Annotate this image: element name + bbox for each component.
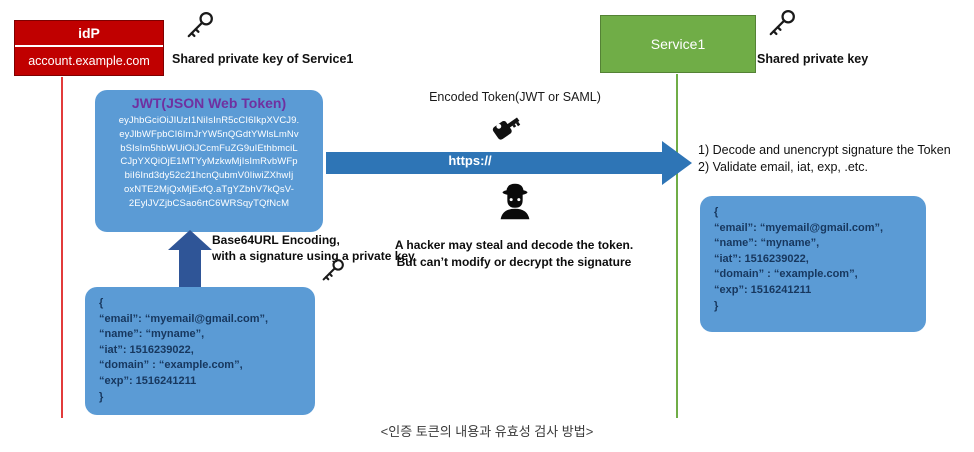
decode-step-2: 2) Validate email, iat, exp, .etc. <box>698 160 868 174</box>
service-lifeline <box>676 74 678 418</box>
hacker-note-line1: A hacker may steal and decode the token. <box>394 238 634 252</box>
hacker-icon <box>492 178 538 231</box>
idp-lifeline <box>61 77 63 418</box>
key-icon <box>182 8 218 49</box>
payload-line: “email”: “myemail@gmail.com”, <box>714 221 884 234</box>
payload-line: “domain” : “example.com”, <box>714 268 858 281</box>
encoded-token-label: Encoded Token(JWT or SAML) <box>429 90 601 104</box>
jwt-token-box: JWT(JSON Web Token) eyJhbGciOiJIUzI1NiIs… <box>95 90 323 232</box>
decode-steps: 1) Decode and unencrypt signature the To… <box>698 142 951 176</box>
jwt-title: JWT(JSON Web Token) <box>131 95 287 111</box>
payload-line: “name”: “myname”, <box>714 237 820 250</box>
token-key-icon <box>486 106 528 153</box>
payload-line: “exp”: 1516241211 <box>714 283 812 296</box>
figure-caption: <인증 토큰의 내용과 유효성 검사 방법> <box>380 424 594 439</box>
payload-line: } <box>714 299 719 312</box>
https-label: https:// <box>448 153 492 168</box>
decode-step-1: 1) Decode and unencrypt signature the To… <box>698 143 951 157</box>
idp-key-caption: Shared private key of Service1 <box>172 52 354 66</box>
source-payload-box: { “email”: “myemail@gmail.com”, “name”: … <box>85 287 315 415</box>
payload-line: “domain” : “example.com”, <box>99 359 243 372</box>
encoding-label-line1: Base64URL Encoding, <box>212 233 340 247</box>
payload-line: “iat”: 1516239022, <box>714 252 809 265</box>
encoding-label-line2: with a signature using a private key <box>212 249 415 263</box>
decoded-payload-box: { “email”: “myemail@gmail.com”, “name”: … <box>700 196 926 332</box>
jwt-token-line: 2EylJVZjbCSao6rtC6WRSqyTQfNcM <box>128 197 290 209</box>
key-icon <box>764 6 800 47</box>
payload-line: “email”: “myemail@gmail.com”, <box>99 312 269 325</box>
jwt-token-line: biI6Ind3dy52c21hcnQubmV0IiwiZXhwIj <box>124 170 294 182</box>
idp-domain: account.example.com <box>28 54 150 68</box>
payload-line: { <box>714 206 719 218</box>
jwt-token-line: eyJlbWFpbCI6ImJrYW5nQGdtYWlsLmNv <box>119 128 299 140</box>
idp-box: idP account.example.com <box>14 20 164 76</box>
encode-arrow <box>168 230 212 288</box>
key-icon <box>318 256 348 291</box>
token-flow-arrow <box>326 141 692 185</box>
jwt-token-line: CJpYXQiOjE1MTYyMzkwMjIsImRvbWFp <box>120 156 298 168</box>
payload-line: “name”: “myname”, <box>99 328 205 341</box>
idp-title: idP <box>15 21 163 47</box>
payload-line: { <box>99 297 104 309</box>
hacker-note-line2: But can’t modify or decrypt the signatur… <box>396 255 632 269</box>
jwt-token-line: oxNTE2MjQxMjExfQ.aTgYZbhV7kQsV- <box>124 183 294 195</box>
service-key-caption: Shared private key <box>757 52 869 66</box>
jwt-token-line: eyJhbGciOiJIUzI1NiIsInR5cCI6IkpXVCJ9. <box>118 115 300 126</box>
payload-line: “exp”: 1516241211 <box>99 374 197 387</box>
service-title: Service1 <box>650 36 706 52</box>
payload-line: } <box>99 390 104 403</box>
payload-line: “iat”: 1516239022, <box>99 343 194 356</box>
service-box: Service1 <box>600 15 756 73</box>
jwt-token-line: bSIsIm5hbWUiOiJCcmFuZG9uIEthbmciL <box>120 142 298 154</box>
